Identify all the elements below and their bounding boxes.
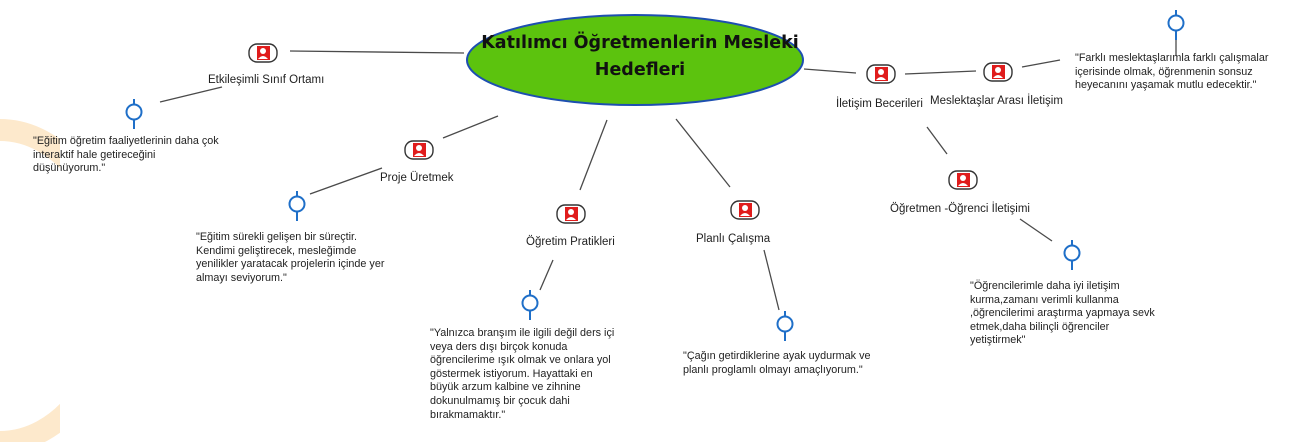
pin-icon bbox=[1062, 240, 1082, 270]
connector-line bbox=[159, 86, 223, 103]
quote-proje: "Eğitim sürekli gelişen bir süreçtir. Ke… bbox=[196, 231, 385, 284]
person-icon bbox=[730, 200, 760, 220]
connector-line bbox=[579, 119, 608, 191]
connector-line bbox=[675, 118, 731, 188]
pin-icon bbox=[1166, 10, 1186, 40]
pin-icon bbox=[520, 290, 540, 320]
quote-ogrenci: "Öğrencilerimle daha iyi iletişim kurma,… bbox=[970, 280, 1155, 347]
node-label-iletisim: İletişim Becerileri bbox=[836, 98, 923, 110]
person-icon bbox=[948, 170, 978, 190]
central-topic-title: Katılımcı Öğretmenlerin Mesleki Hedefler… bbox=[481, 33, 799, 80]
node-label-proje: Proje Üretmek bbox=[380, 172, 454, 184]
pin-icon bbox=[287, 191, 307, 221]
person-icon bbox=[983, 62, 1013, 82]
quote-meslektaslar: "Farklı meslektaşlarımla farklı çalışmal… bbox=[1075, 52, 1269, 92]
connector-line bbox=[1019, 218, 1053, 242]
connector-line bbox=[309, 167, 383, 195]
person-icon bbox=[556, 204, 586, 224]
pin-icon bbox=[124, 99, 144, 129]
node-label-etkilesimli: Etkileşimli Sınıf Ortamı bbox=[208, 74, 325, 86]
node-label-meslektaslar: Meslektaşlar Arası İletişim bbox=[930, 95, 1063, 107]
node-label-ogrenci: Öğretmen -Öğrenci İletişimi bbox=[890, 203, 1030, 215]
person-icon bbox=[404, 140, 434, 160]
connector-line bbox=[1021, 59, 1061, 68]
node-label-planli: Planlı Çalışma bbox=[696, 233, 771, 245]
person-icon bbox=[866, 64, 896, 84]
central-ellipse bbox=[466, 14, 804, 106]
connector-line bbox=[442, 115, 499, 139]
connector-line bbox=[926, 126, 948, 155]
node-label-ogretim: Öğretim Pratikleri bbox=[526, 236, 615, 248]
quote-etkilesimli: "Eğitim öğretim faaliyetlerinin daha çok… bbox=[33, 135, 219, 175]
quote-ogretim: "Yalnızca branşım ile ilgili değil ders … bbox=[430, 327, 615, 421]
connector-line bbox=[803, 68, 857, 74]
connector-line bbox=[904, 70, 977, 75]
person-icon bbox=[248, 43, 278, 63]
pin-icon bbox=[775, 311, 795, 341]
quote-planli: "Çağın getirdiklerine ayak uydurmak ve p… bbox=[683, 350, 871, 376]
connector-line bbox=[539, 259, 554, 291]
watermark-arc bbox=[0, 119, 60, 442]
connector-line bbox=[763, 249, 780, 311]
connector-line bbox=[289, 50, 465, 54]
